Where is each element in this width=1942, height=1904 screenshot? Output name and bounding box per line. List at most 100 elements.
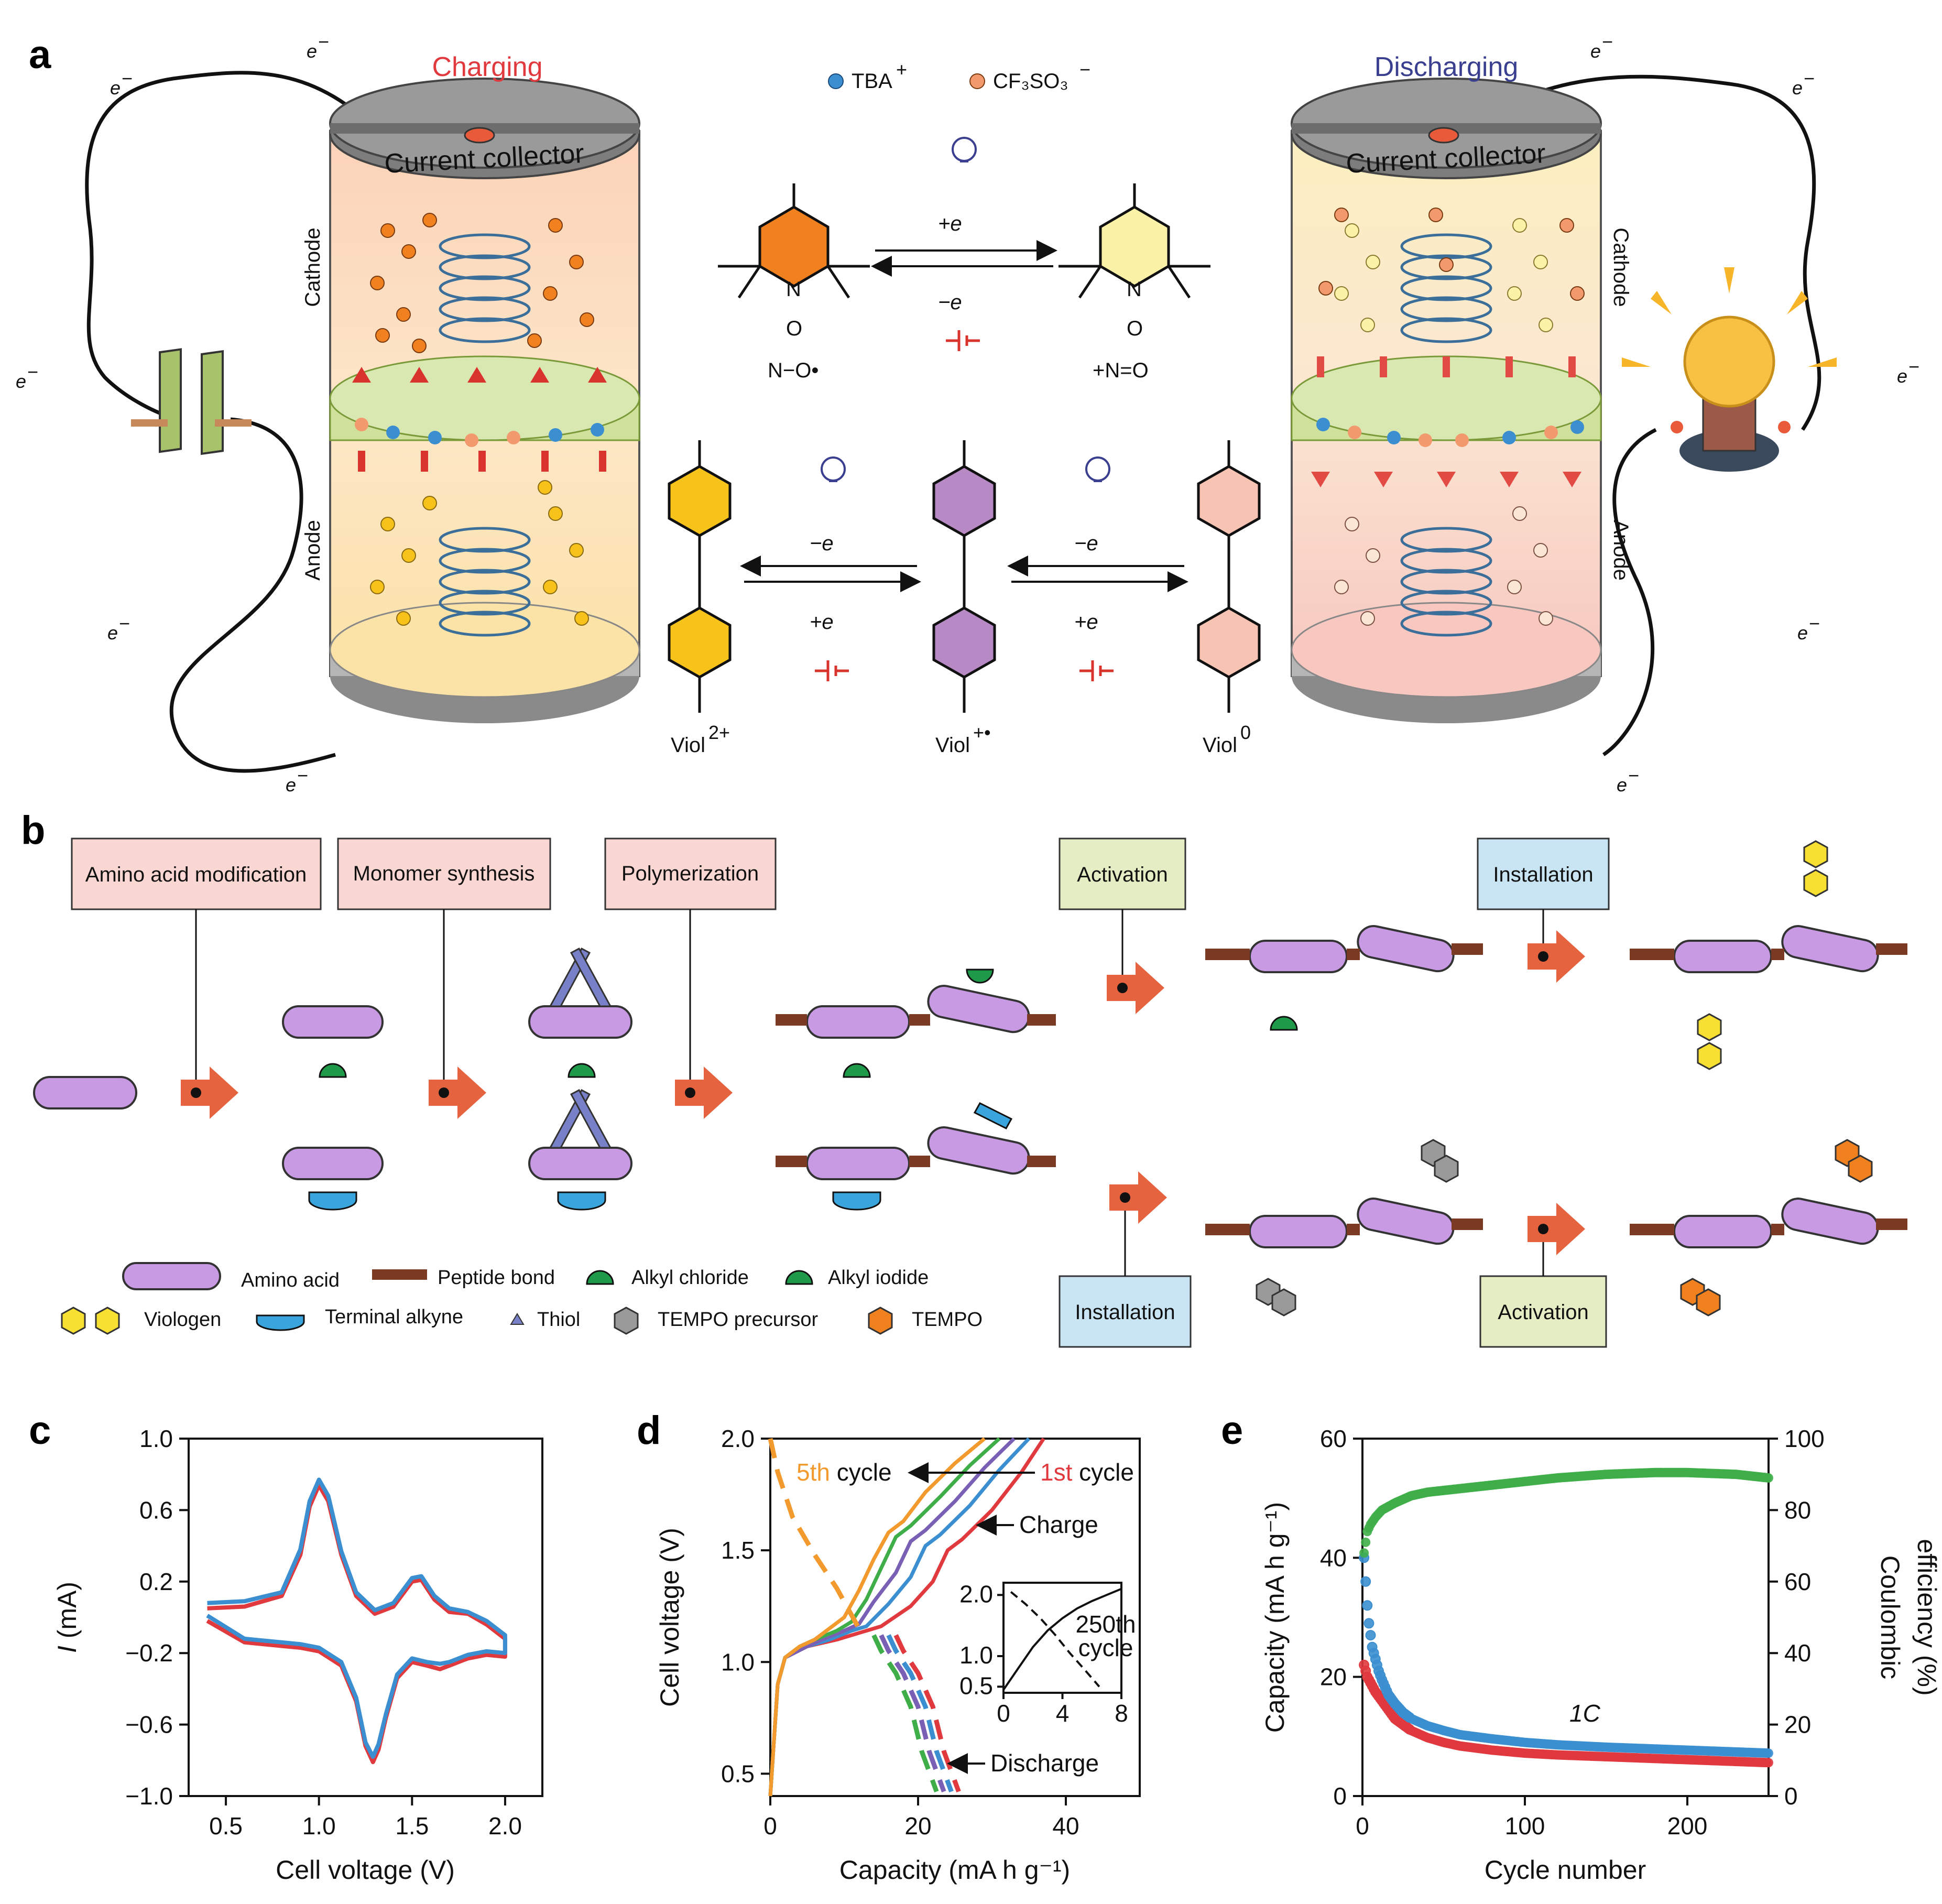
cv-curve-1 bbox=[206, 1483, 507, 1765]
viologen-dication-ring-top bbox=[668, 465, 732, 537]
tempo-legend-icon bbox=[868, 1307, 893, 1335]
cathode-label-charging: Cathode bbox=[301, 227, 324, 307]
y-tick-label: −0.6 bbox=[125, 1711, 173, 1738]
svg-text:−: − bbox=[122, 68, 133, 89]
inset-y-tick-label: 2.0 bbox=[959, 1580, 993, 1607]
battery-symbol-icon bbox=[946, 330, 980, 351]
cycle-point bbox=[1365, 1630, 1376, 1641]
tempo-plus-e: +e bbox=[938, 212, 962, 235]
svg-text:−: − bbox=[27, 361, 38, 383]
svg-text:−: − bbox=[1804, 68, 1815, 89]
discharge-curve-5 bbox=[768, 1438, 861, 1630]
tempo-precursor-legend-icon bbox=[614, 1307, 639, 1335]
panel-d-xlabel: Capacity (mA h g⁻¹) bbox=[839, 1855, 1070, 1885]
inset-label-cycle: cycle bbox=[1078, 1634, 1133, 1661]
cv-curve-2 bbox=[206, 1477, 507, 1759]
svg-text:−: − bbox=[119, 613, 130, 634]
viologen-plus-e-1: +e bbox=[810, 611, 834, 634]
panel-a-label: a bbox=[29, 32, 51, 77]
legend-alkyl-iodide: Alkyl iodide bbox=[828, 1267, 929, 1289]
charging-title: Charging bbox=[432, 52, 542, 82]
triflate-ion-icon bbox=[969, 73, 985, 89]
svg-text:+: + bbox=[896, 59, 907, 80]
terminal-alkyne-legend-icon bbox=[256, 1314, 305, 1331]
panel-b-label: b bbox=[21, 808, 45, 853]
step-box-amino-acid-modification: Amino acid modification bbox=[71, 837, 322, 910]
discharging-title: Discharging bbox=[1374, 52, 1519, 82]
cycling-series-2 bbox=[1359, 1552, 1773, 1758]
alkyl-chloride-legend-icon bbox=[586, 1270, 614, 1285]
tempo-precursor-icons bbox=[1256, 1139, 1459, 1317]
cycle-point bbox=[1764, 1748, 1773, 1758]
svg-text:Monomer synthesis: Monomer synthesis bbox=[353, 862, 535, 885]
thiol-legend-icon bbox=[510, 1313, 525, 1325]
cathode-label-discharging: Cathode bbox=[1609, 227, 1632, 307]
tempo-radical-label: N−O• bbox=[768, 359, 819, 382]
peptide-bond-icons bbox=[776, 943, 1907, 1235]
y-tick-right-label: 80 bbox=[1784, 1496, 1811, 1524]
viologen-unit-icons bbox=[1697, 840, 1828, 1070]
charge-curve-2 bbox=[768, 1437, 1031, 1797]
y-tick-label: 0.5 bbox=[721, 1760, 755, 1787]
electron-label: e bbox=[307, 40, 317, 62]
svg-text:N: N bbox=[1127, 278, 1142, 301]
viologen-radical-charge: +• bbox=[973, 722, 991, 743]
y-tick-label: 1.5 bbox=[721, 1537, 755, 1564]
x-tick-label: 0 bbox=[763, 1812, 777, 1840]
panel-c-label: c bbox=[29, 1408, 51, 1453]
electron-label: e bbox=[1792, 77, 1803, 99]
anode-label-discharging: Anode bbox=[1609, 520, 1632, 581]
viologen-radical-ring-bottom bbox=[932, 606, 996, 679]
svg-text:−: − bbox=[1908, 356, 1919, 377]
electron-label: e bbox=[286, 774, 296, 796]
svg-text:O: O bbox=[1127, 317, 1143, 340]
panel-c-series bbox=[206, 1477, 507, 1765]
x-tick-label: 2.0 bbox=[488, 1812, 522, 1840]
cycle-point bbox=[1359, 1548, 1369, 1558]
light-icon bbox=[952, 137, 977, 162]
wire-charging-bottom bbox=[169, 417, 336, 773]
triflate-label: CF₃SO₃ bbox=[993, 70, 1068, 93]
y-tick-left-label: 20 bbox=[1320, 1663, 1347, 1691]
viologen-dication-label: Viol bbox=[671, 734, 705, 757]
tba-ion-icon bbox=[828, 73, 844, 89]
y-tick-right-label: 20 bbox=[1784, 1711, 1811, 1738]
step-box-activation-top: Activation bbox=[1059, 837, 1186, 910]
tempo-oxo-label: +N=O bbox=[1093, 359, 1149, 382]
electron-label: e bbox=[1590, 40, 1601, 62]
panel-e-ylabel-left: Capacity (mA h g⁻¹) bbox=[1260, 1502, 1290, 1733]
inset-discharge-curve bbox=[1010, 1591, 1100, 1688]
svg-text:N: N bbox=[786, 278, 801, 301]
y-tick-right-label: 0 bbox=[1784, 1782, 1798, 1810]
rate-label: 1C bbox=[1569, 1700, 1601, 1727]
inset-x-tick-label: 4 bbox=[1056, 1700, 1070, 1727]
cycle-point bbox=[1363, 1618, 1374, 1629]
svg-text:Amino acid modification: Amino acid modification bbox=[85, 863, 307, 886]
wire-discharging-bottom bbox=[1602, 428, 1657, 756]
inset-x-tick-label: 0 bbox=[997, 1700, 1010, 1727]
tempo-oxo-ring bbox=[1099, 205, 1170, 288]
alkyl-iodide-legend-icon bbox=[785, 1270, 813, 1285]
svg-text:−: − bbox=[1602, 31, 1613, 52]
y-tick-label: 1.0 bbox=[139, 1425, 173, 1452]
cycling-series-1 bbox=[1359, 1659, 1773, 1768]
cycle-point bbox=[1764, 1473, 1773, 1483]
legend-alkyl-chloride: Alkyl chloride bbox=[631, 1267, 749, 1289]
step-box-installation-bottom: Installation bbox=[1059, 1275, 1192, 1348]
svg-text:−: − bbox=[318, 31, 329, 52]
viologen-minus-e-2: −e bbox=[1074, 532, 1098, 555]
discharge-curve-3 bbox=[879, 1634, 946, 1793]
x-tick-label: 40 bbox=[1052, 1812, 1079, 1840]
anode-label-charging: Anode bbox=[301, 520, 324, 581]
inset-y-tick-label: 1.0 bbox=[959, 1641, 993, 1669]
viologen-radical-label: Viol bbox=[935, 734, 970, 757]
svg-text:Polymerization: Polymerization bbox=[621, 862, 759, 885]
process-arrow-icons bbox=[181, 930, 1585, 1255]
inset-x-tick-label: 8 bbox=[1115, 1700, 1128, 1727]
